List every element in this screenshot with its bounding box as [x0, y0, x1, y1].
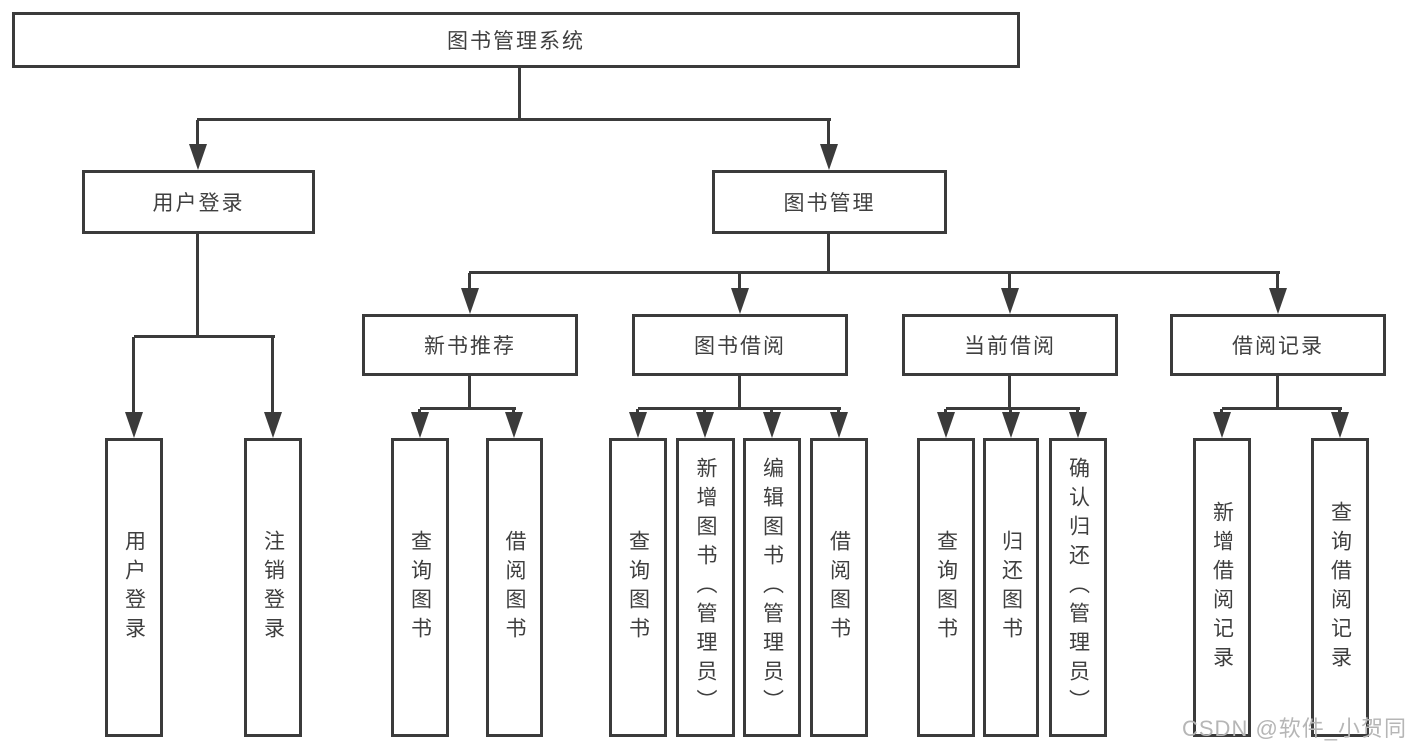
leaf-logout-label: 注销登录 — [261, 529, 285, 646]
connector-line — [132, 337, 135, 415]
arrow-down-icon — [629, 412, 647, 438]
leaf-borrow-borrow-books-label: 借阅图书 — [827, 529, 851, 646]
connector-line — [468, 376, 471, 409]
connector-line — [518, 68, 521, 120]
arrow-down-icon — [937, 412, 955, 438]
leaf-newbook-borrow-books: 借阅图书 — [486, 438, 543, 737]
leaf-newbook-borrow-books-label: 借阅图书 — [503, 529, 526, 646]
connector-line — [946, 407, 1080, 410]
arrow-down-icon — [1069, 412, 1087, 438]
arrow-down-icon — [1002, 412, 1020, 438]
arrow-down-icon — [189, 144, 207, 170]
connector-line — [469, 271, 1280, 274]
arrow-down-icon — [1331, 412, 1349, 438]
connector-line — [1276, 273, 1279, 291]
leaf-borrow-query-books-label: 查询图书 — [626, 529, 650, 646]
leaf-current-query-books-label: 查询图书 — [934, 529, 958, 646]
leaf-user-login-label: 用户登录 — [122, 529, 146, 646]
connector-line — [1276, 376, 1279, 409]
connector-line — [1008, 376, 1011, 409]
connector-line — [271, 337, 274, 415]
leaf-newbook-query-books: 查询图书 — [391, 438, 449, 737]
connector-line — [738, 376, 741, 409]
node-root-label: 图书管理系统 — [447, 30, 585, 53]
node-borrow-records-label: 借阅记录 — [1232, 335, 1324, 358]
leaf-records-add-record: 新增借阅记录 — [1193, 438, 1251, 737]
leaf-borrow-add-books-admin-label: 新增图书（管理员） — [694, 457, 717, 718]
node-current-borrow-label: 当前借阅 — [964, 335, 1056, 358]
connector-line — [738, 273, 741, 291]
node-user-login: 用户登录 — [82, 170, 315, 234]
arrow-down-icon — [125, 412, 143, 438]
arrow-down-icon — [264, 412, 282, 438]
node-book-borrow: 图书借阅 — [632, 314, 848, 376]
leaf-borrow-query-books: 查询图书 — [609, 438, 667, 737]
arrow-down-icon — [820, 144, 838, 170]
connector-line — [468, 273, 471, 291]
leaf-current-return-books-label: 归还图书 — [999, 529, 1023, 646]
arrow-down-icon — [411, 412, 429, 438]
node-new-book-recommend: 新书推荐 — [362, 314, 578, 376]
connector-line — [196, 234, 199, 337]
leaf-current-return-books: 归还图书 — [983, 438, 1039, 737]
arrow-down-icon — [1269, 288, 1287, 314]
node-new-book-recommend-label: 新书推荐 — [424, 335, 516, 358]
node-borrow-records: 借阅记录 — [1170, 314, 1386, 376]
leaf-current-confirm-return-admin: 确认归还（管理员） — [1049, 438, 1107, 737]
node-book-borrow-label: 图书借阅 — [694, 335, 786, 358]
leaf-current-query-books: 查询图书 — [917, 438, 975, 737]
arrow-down-icon — [696, 412, 714, 438]
connector-line — [197, 118, 831, 121]
connector-line — [827, 234, 830, 273]
connector-line — [420, 407, 516, 410]
arrow-down-icon — [1001, 288, 1019, 314]
leaf-borrow-add-books-admin: 新增图书（管理员） — [676, 438, 735, 737]
leaf-borrow-edit-books-admin: 编辑图书（管理员） — [743, 438, 801, 737]
node-book-management: 图书管理 — [712, 170, 947, 234]
connector-line — [638, 407, 841, 410]
leaf-user-login: 用户登录 — [105, 438, 163, 737]
leaf-records-query-record-label: 查询借阅记录 — [1328, 500, 1352, 675]
arrow-down-icon — [731, 288, 749, 314]
leaf-borrow-edit-books-admin-label: 编辑图书（管理员） — [760, 457, 784, 718]
leaf-current-confirm-return-admin-label: 确认归还（管理员） — [1066, 457, 1090, 718]
connector-line — [1222, 407, 1342, 410]
arrow-down-icon — [461, 288, 479, 314]
leaf-newbook-query-books-label: 查询图书 — [408, 529, 432, 646]
arrow-down-icon — [505, 412, 523, 438]
connector-line — [827, 120, 830, 146]
connector-line — [134, 335, 275, 338]
watermark: CSDN @软件_小贺同学 — [1182, 716, 1405, 741]
leaf-records-add-record-label: 新增借阅记录 — [1210, 500, 1234, 675]
leaf-records-query-record: 查询借阅记录 — [1311, 438, 1369, 737]
arrow-down-icon — [763, 412, 781, 438]
connector-line — [1008, 273, 1011, 291]
connector-line — [196, 120, 199, 146]
arrow-down-icon — [1213, 412, 1231, 438]
node-current-borrow: 当前借阅 — [902, 314, 1118, 376]
leaf-logout: 注销登录 — [244, 438, 302, 737]
node-root: 图书管理系统 — [12, 12, 1020, 68]
node-book-management-label: 图书管理 — [783, 192, 876, 215]
leaf-borrow-borrow-books: 借阅图书 — [810, 438, 868, 737]
node-user-login-label: 用户登录 — [152, 192, 245, 215]
arrow-down-icon — [830, 412, 848, 438]
